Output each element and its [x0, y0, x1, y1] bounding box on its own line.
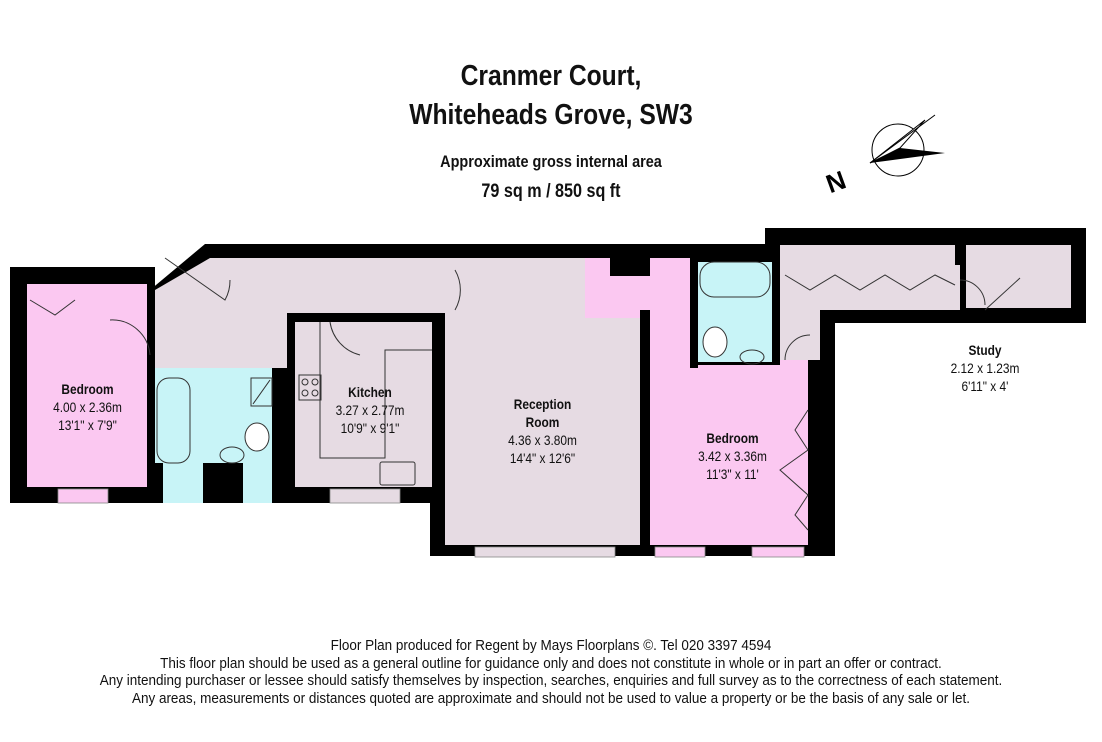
compass-north-label: N: [822, 165, 850, 200]
area-value: 79 sq m / 850 sq ft: [481, 181, 621, 202]
fixtures: [29, 257, 1021, 531]
room-label-kitchen: Kitchen 3.27 x 2.77m 10'9" x 9'1": [328, 383, 413, 437]
footer-line: Any intending purchaser or lessee should…: [99, 673, 1003, 689]
room-label-reception: Reception Room 4.36 x 3.80m 14'4" x 12'6…: [498, 395, 587, 467]
room-name: Bedroom: [61, 381, 114, 397]
room-imperial: 11'3" x 11': [706, 466, 759, 482]
disclaimer: Floor Plan produced for Regent by Mays F…: [0, 638, 1102, 708]
room-name-2: Room: [525, 414, 560, 430]
room-imperial: 6'11" x 4': [961, 378, 1009, 394]
room-name: Reception: [513, 396, 572, 412]
footer-credit: Floor Plan produced for Regent by Mays F…: [330, 638, 772, 654]
room-metric: 3.27 x 2.77m: [335, 402, 405, 418]
compass-icon: N: [822, 114, 945, 200]
room-imperial: 14'4" x 12'6": [509, 450, 576, 466]
room-label-bedroom-1: Bedroom 4.00 x 2.36m 13'1" x 7'9": [47, 380, 128, 434]
title-line-2: Whiteheads Grove, SW3: [409, 99, 693, 131]
windows: [57, 488, 805, 558]
room-bedroom-1: [27, 284, 147, 487]
title-line-1: Cranmer Court,: [460, 60, 642, 92]
room-study: [966, 245, 1071, 308]
footer-line: This floor plan should be used as a gene…: [160, 655, 942, 672]
room-name: Kitchen: [348, 384, 392, 400]
room-imperial: 13'1" x 7'9": [58, 417, 117, 433]
room-imperial: 10'9" x 9'1": [340, 420, 400, 436]
room-metric: 3.42 x 3.36m: [698, 448, 767, 464]
room-corridor: [780, 245, 960, 310]
room-bedroom-2: [585, 258, 808, 545]
footer-line: Any areas, measurements or distances quo…: [131, 690, 971, 707]
room-label-bedroom-2: Bedroom 3.42 x 3.36m 11'3" x 11': [688, 429, 777, 483]
room-metric: 4.00 x 2.36m: [53, 399, 122, 415]
room-metric: 4.36 x 3.80m: [508, 432, 577, 448]
room-name: Bedroom: [706, 430, 759, 446]
room-metric: 2.12 x 1.23m: [950, 360, 1020, 376]
room-label-study: Study 2.12 x 1.23m 6'11" x 4': [943, 341, 1028, 395]
area-label: Approximate gross internal area: [440, 152, 662, 171]
room-name: Study: [968, 342, 1002, 358]
